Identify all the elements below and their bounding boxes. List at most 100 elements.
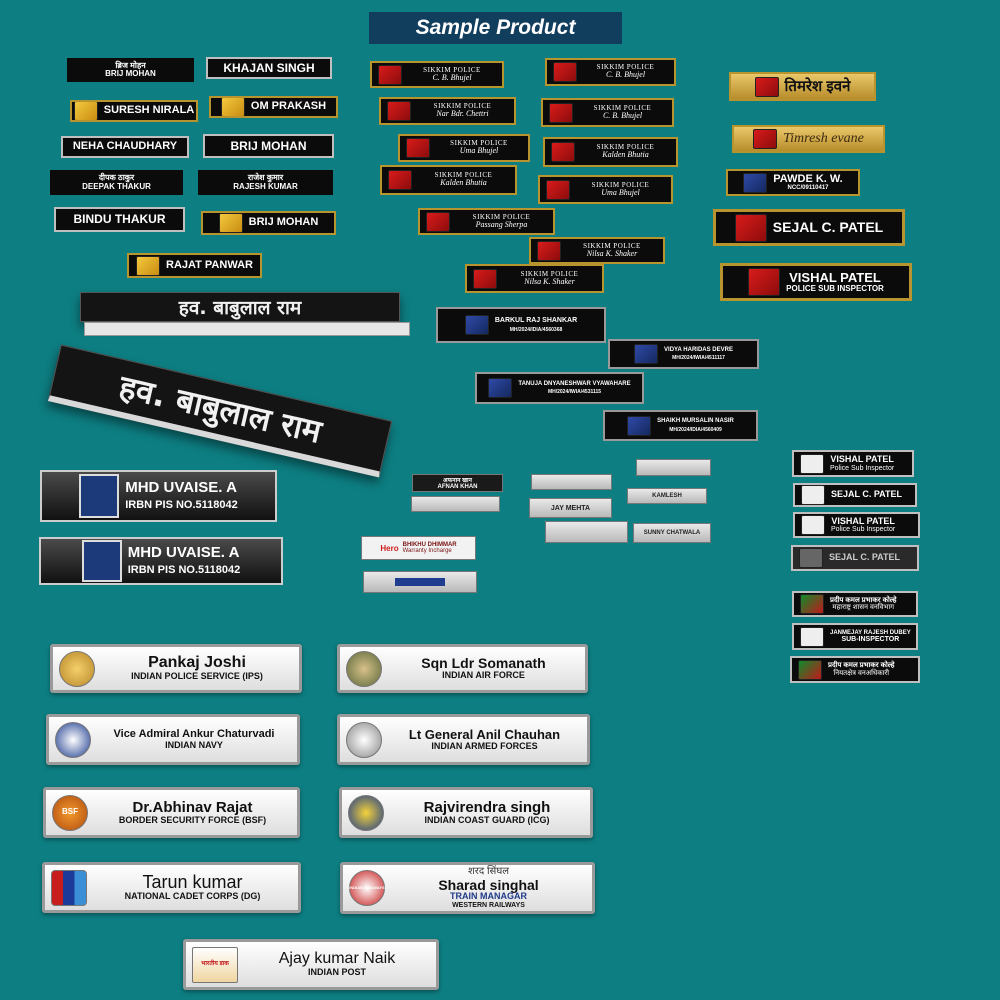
mini-badge-blank-1 [411,496,500,512]
sikkim-police-emblem-icon [549,102,573,123]
navy-emblem-icon [55,721,91,758]
name-plate-suresh: SURESH NIRALA [70,100,198,122]
mini-badge-kamlesh: KAMLESH [627,488,707,504]
dolphin-badge-icon [79,474,120,518]
name-plate-sejal: SEJAL C. PATEL [713,209,905,246]
air-force-emblem-icon [346,650,382,687]
sikkim-police-emblem-icon [406,138,430,158]
emblem-icon [800,626,824,647]
mini-badge-blank-5 [363,571,477,593]
emblem-icon [799,548,823,568]
emblem-icon [801,485,825,505]
name-plate-brij-bilingual: ब्रिज मोहन BRIJ MOHAN [67,58,194,82]
name-plate-pradeep-2: प्रदीप कमल प्रभाकर कोल्हेनियतक्षेत्र वनअ… [790,656,920,683]
sikkim-police-emblem-icon [553,62,577,82]
desk-plate-base [84,322,410,336]
mini-badge-blank-2 [531,474,612,490]
name-plate-sejal-2: SEJAL C. PATEL [793,483,917,507]
police-emblem-icon [734,213,767,242]
police-emblem-icon [753,129,778,149]
sikkim-police-emblem-icon [426,211,450,232]
emblem-icon [488,378,513,398]
service-plate-sharad: INDIAN RAILWAYS शरद सिंघल Sharad singhal… [340,862,595,914]
name-plate-timresh-eng: Timresh evane [732,125,885,153]
ncc-emblem-icon [743,172,768,193]
name-plate-rajat: RAJAT PANWAR [127,253,262,278]
name-plate-rajesh: राजेश कुमार RAJESH KUMAR [198,170,333,195]
desk-plate-hawal-1: हव. बाबुलाल राम [80,292,410,342]
mini-badge-jay: JAY MEHTA [529,498,612,518]
emblem-icon [73,102,98,120]
emblem-icon [800,453,824,474]
name-plate-sejal-3: SEJAL C. PATEL [791,545,919,571]
sikkim-police-emblem-icon [546,179,570,200]
emblem-icon [136,255,160,276]
name-plate-khajan: KHAJAN SINGH [206,57,332,79]
desk-plate-hawal-2: हव. बाबुलाल राम [47,344,393,478]
sikkim-police-emblem-icon [473,268,497,289]
name-plate-brij-3: BRIJ MOHAN [201,211,336,235]
armed-forces-emblem-icon [346,721,382,758]
name-plate-brij-2: BRIJ MOHAN [203,134,334,158]
name-plate-vishal: VISHAL PATEL POLICE SUB INSPECTOR [720,263,912,301]
sikkim-police-emblem-icon [387,101,411,121]
sikkim-police-emblem-icon [378,64,402,85]
police-emblem-icon [754,76,779,97]
india-post-logo-icon: भारतीय डाक [192,946,238,983]
name-plate-deepak: दीपक ठाकुर DEEPAK THAKUR [50,170,183,195]
dolphin-badge-icon [81,540,122,582]
forest-emblem-icon [798,659,822,680]
name-plate-pradeep-1: प्रदीप कमल प्रभाकर कोल्हेमहाराष्ट्र शासन… [792,591,918,617]
sikkim-police-emblem-icon [388,170,412,190]
emblem-icon [220,98,245,116]
emblem-icon [627,415,652,436]
coast-guard-emblem-icon [348,794,384,831]
sikkim-police-emblem-icon [551,142,575,162]
bsf-emblem-icon: BSF [52,794,88,831]
hero-logo-icon: Hero [380,543,399,553]
name-plate-pawde: PAWDE K. W. NCC/09110417 [726,169,860,196]
name-plate-uvaise-1: MHD UVAISE. A IRBN PIS NO.5118042 [40,470,277,522]
police-emblem-icon [748,268,781,296]
name-plate-om: OM PRAKASH [209,96,338,118]
mini-badge-blank-3 [636,459,711,476]
mini-badge-sunny: SUNNY CHATWALA [633,523,711,543]
name-plate-uvaise-2: MHD UVAISE. A IRBN PIS NO.5118042 [39,537,283,585]
ncc-emblem-icon [51,869,87,906]
page-title: Sample Product [369,12,622,44]
railways-emblem-icon: INDIAN RAILWAYS [349,870,385,906]
name-plate-bindu: BINDU THAKUR [54,207,185,232]
emblem-icon [634,344,659,364]
mini-badge-blank-4 [545,521,628,543]
emblem-icon [218,213,243,233]
emblem-icon [464,315,489,335]
name-plate-neha: NEHA CHAUDHARY [61,136,189,158]
name-plate-timresh-hindi: तिमरेश इवने [729,72,876,101]
forest-emblem-icon [800,594,824,614]
